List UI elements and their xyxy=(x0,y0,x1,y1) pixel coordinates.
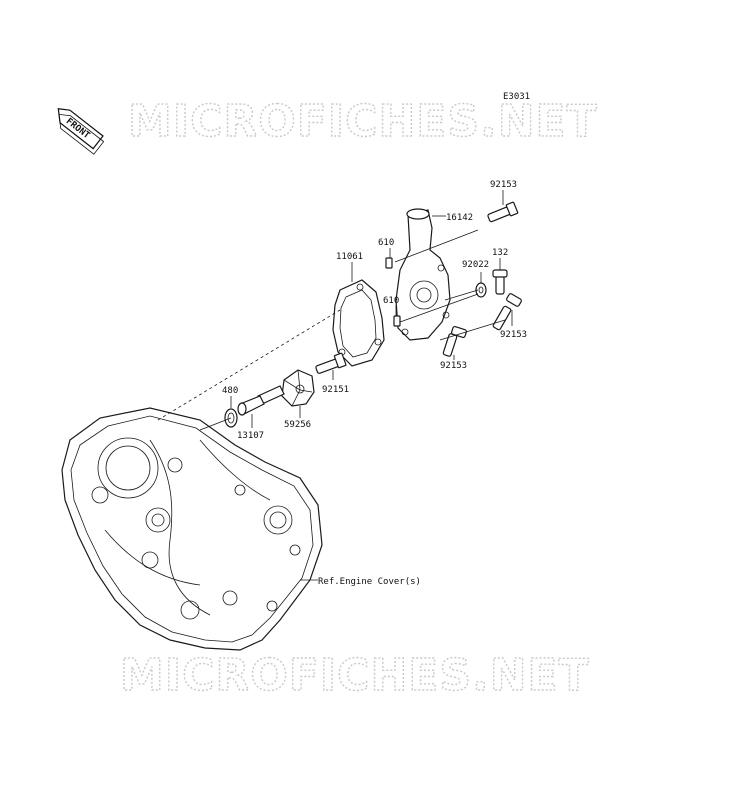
engine-cover-part xyxy=(61,407,323,651)
dowel-pin-lower xyxy=(393,315,401,327)
watermark-bottom: MICROFICHES.NET xyxy=(120,650,590,701)
label-92022: 92022 xyxy=(462,260,489,270)
bolt-top xyxy=(487,201,519,223)
label-132: 132 xyxy=(492,248,508,258)
label-610-upper: 610 xyxy=(378,238,394,248)
bolt-bottom xyxy=(442,325,467,357)
label-13107: 13107 xyxy=(237,431,264,441)
label-92153-bottom: 92153 xyxy=(440,361,467,371)
gasket-part xyxy=(332,279,385,367)
label-16142: 16142 xyxy=(446,213,473,223)
label-480: 480 xyxy=(222,386,238,396)
label-ref-engine-cover: Ref.Engine Cover(s) xyxy=(318,577,421,587)
label-92153-right: 92153 xyxy=(500,330,527,340)
label-92151: 92151 xyxy=(322,385,349,395)
label-59256: 59256 xyxy=(284,420,311,430)
diagram-code: E3031 xyxy=(503,92,530,102)
dowel-pin-upper xyxy=(385,257,393,269)
watermark-top: MICROFICHES.NET xyxy=(128,96,598,147)
label-11061: 11061 xyxy=(336,252,363,262)
label-92153-top: 92153 xyxy=(490,180,517,190)
bolt-92151 xyxy=(315,352,347,374)
bolt-132 xyxy=(492,269,508,295)
pump-shaft-part xyxy=(237,385,285,416)
impeller-part xyxy=(281,369,315,407)
bolt-right xyxy=(492,293,522,331)
front-arrow-icon: FRONT xyxy=(57,108,105,155)
pump-cover-part xyxy=(395,208,451,341)
label-610-lower: 610 xyxy=(383,296,399,306)
leader-lines xyxy=(157,190,513,581)
